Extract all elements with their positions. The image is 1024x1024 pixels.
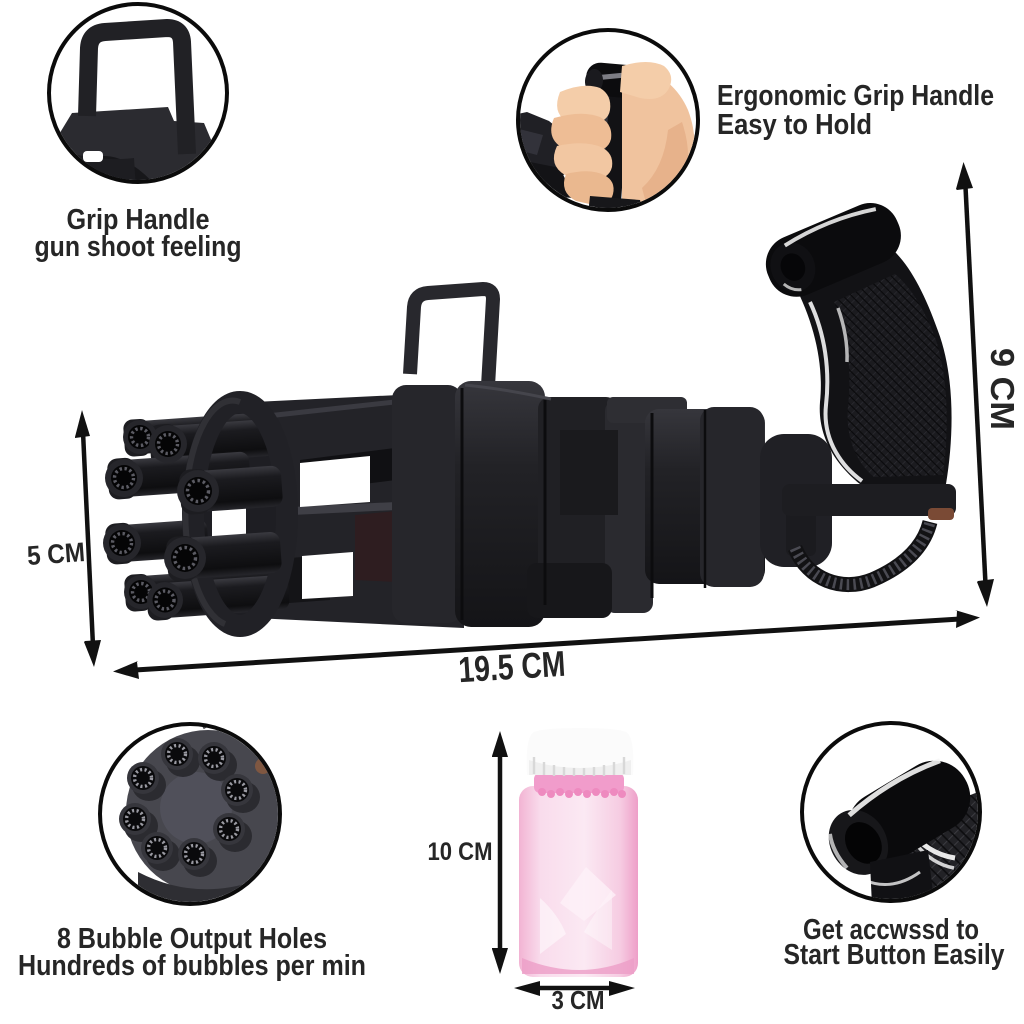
svg-text:Grip Handle: Grip Handle	[67, 204, 210, 236]
svg-text:19.5 CM: 19.5 CM	[457, 643, 566, 690]
svg-text:Get accwssd to: Get accwssd to	[803, 914, 979, 946]
svg-text:Hundreds of bubbles per min: Hundreds of bubbles per min	[18, 950, 366, 982]
svg-text:gun shoot feeling: gun shoot feeling	[35, 231, 242, 263]
svg-text:8 Bubble Output Holes: 8 Bubble Output Holes	[57, 923, 327, 955]
svg-text:Start Button Easily: Start Button Easily	[784, 939, 1005, 971]
svg-text:9 CM: 9 CM	[984, 348, 1021, 430]
svg-text:5 CM: 5 CM	[26, 537, 86, 571]
svg-text:3 CM: 3 CM	[552, 985, 605, 1015]
svg-text:10 CM: 10 CM	[428, 838, 493, 866]
svg-text:Easy to Hold: Easy to Hold	[717, 109, 872, 141]
svg-text:Ergonomic Grip Handle: Ergonomic Grip Handle	[717, 80, 994, 112]
